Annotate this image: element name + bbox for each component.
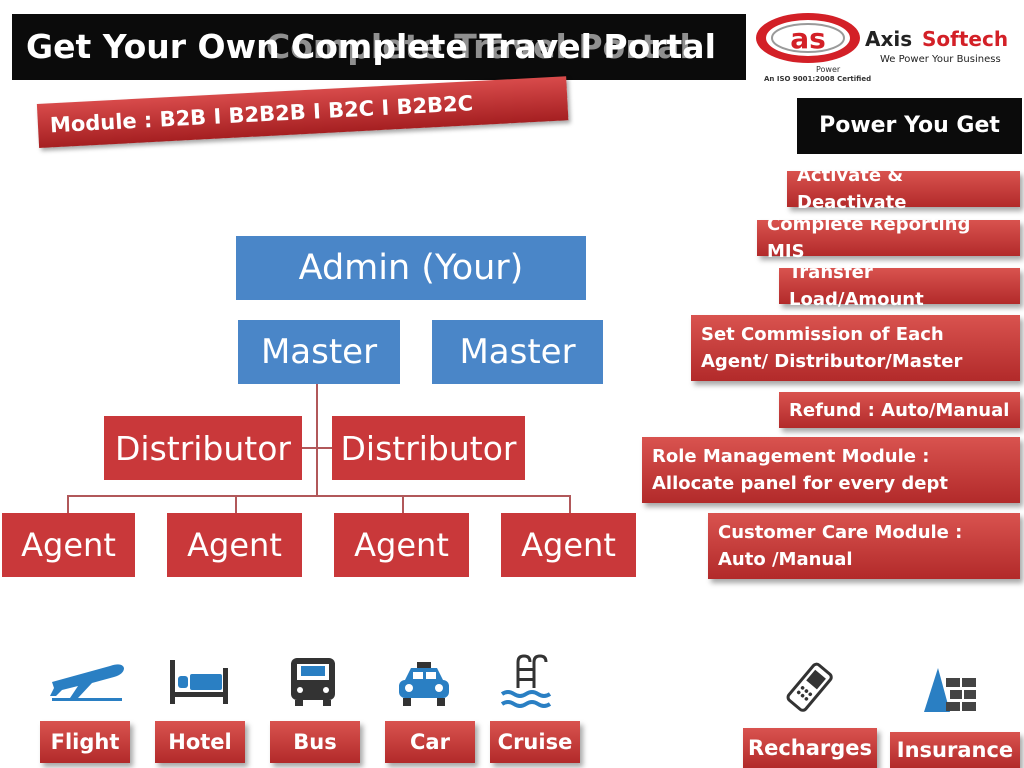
feature-set-commission: Set Commission of Each Agent/ Distributo… bbox=[691, 315, 1020, 381]
taxi-icon bbox=[399, 662, 449, 706]
bed-icon bbox=[170, 660, 228, 704]
logo-power: Power bbox=[816, 65, 841, 74]
power-you-get-header: Power You Get bbox=[797, 98, 1022, 154]
bus-icon bbox=[291, 658, 335, 706]
pool-ladder-icon bbox=[500, 654, 552, 708]
feature-customer-care: Customer Care Module : Auto /Manual bbox=[708, 513, 1020, 579]
feature-reporting-mis: Complete Reporting MIS bbox=[757, 214, 1020, 262]
node-distributor-2: Distributor bbox=[332, 416, 525, 480]
connector-vertical bbox=[316, 384, 318, 496]
logo-cert: An ISO 9001:2008 Certified bbox=[764, 75, 871, 83]
feature-activate-deactivate: Activate & Deactivate bbox=[787, 165, 1020, 213]
page-title: Get Your Own Complete Travel Portal bbox=[26, 27, 716, 66]
connector-distributors bbox=[302, 447, 332, 449]
extra-recharges-label: Recharges bbox=[743, 728, 877, 768]
connector-agent-4 bbox=[569, 495, 571, 513]
title-banner bbox=[12, 14, 746, 80]
shield-wall-icon bbox=[924, 668, 976, 712]
category-car-label: Car bbox=[385, 721, 475, 763]
node-agent-1: Agent bbox=[2, 513, 135, 577]
category-flight-label: Flight bbox=[40, 721, 130, 763]
feature-refund: Refund : Auto/Manual bbox=[779, 392, 1020, 428]
logo-brand-softech: Softech bbox=[922, 27, 1008, 51]
node-admin: Admin (Your) bbox=[236, 236, 586, 300]
category-cruise-label: Cruise bbox=[490, 721, 580, 763]
extra-insurance-label: Insurance bbox=[890, 732, 1020, 768]
node-agent-2: Agent bbox=[167, 513, 302, 577]
page-title-overlay: Complete Travel Portal bbox=[266, 27, 691, 66]
logo-brand-axis: Axis bbox=[865, 27, 912, 51]
module-ribbon: Module : B2B I B2B2B I B2C I B2B2C bbox=[36, 76, 569, 148]
logo-tagline: We Power Your Business bbox=[880, 54, 1001, 65]
axis-softech-logo: as Axis Softech We Power Your Business P… bbox=[756, 13, 1008, 83]
node-master-2: Master bbox=[432, 320, 603, 384]
feature-transfer-load: Transfer Load/Amount bbox=[779, 262, 1020, 310]
connector-agent-1 bbox=[67, 495, 69, 513]
connector-agent-2 bbox=[235, 495, 237, 513]
feature-role-management: Role Management Module : Allocate panel … bbox=[642, 437, 1020, 503]
node-agent-4: Agent bbox=[501, 513, 636, 577]
node-agent-3: Agent bbox=[334, 513, 469, 577]
category-hotel-label: Hotel bbox=[155, 721, 245, 763]
node-distributor-1: Distributor bbox=[104, 416, 302, 480]
category-bus-label: Bus bbox=[270, 721, 360, 763]
connector-agents bbox=[67, 495, 570, 497]
node-master-1: Master bbox=[238, 320, 400, 384]
connector-agent-3 bbox=[402, 495, 404, 513]
logo-mark: as bbox=[790, 22, 826, 55]
mobile-phone-icon bbox=[786, 662, 833, 712]
airplane-icon bbox=[50, 664, 124, 701]
